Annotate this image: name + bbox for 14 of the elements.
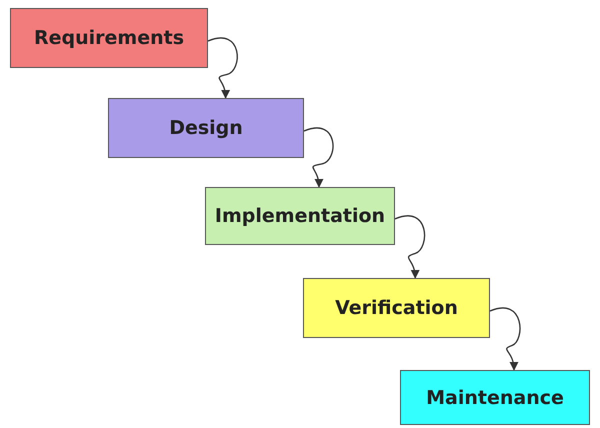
- box-label: Maintenance: [426, 386, 564, 408]
- process-box: [10, 8, 208, 68]
- arrow: [394, 215, 426, 279]
- box-label: Implementation: [214, 205, 386, 227]
- arrow: [208, 37, 238, 99]
- process-box: [108, 98, 304, 158]
- process-box: [400, 370, 590, 425]
- process-box: [205, 187, 395, 245]
- process-box: [303, 278, 490, 338]
- arrow: [490, 307, 521, 371]
- box-label: Requirements: [34, 27, 184, 49]
- box-label: Verification: [335, 297, 458, 319]
- arrow: [304, 127, 334, 188]
- box-label: Design: [169, 117, 243, 139]
